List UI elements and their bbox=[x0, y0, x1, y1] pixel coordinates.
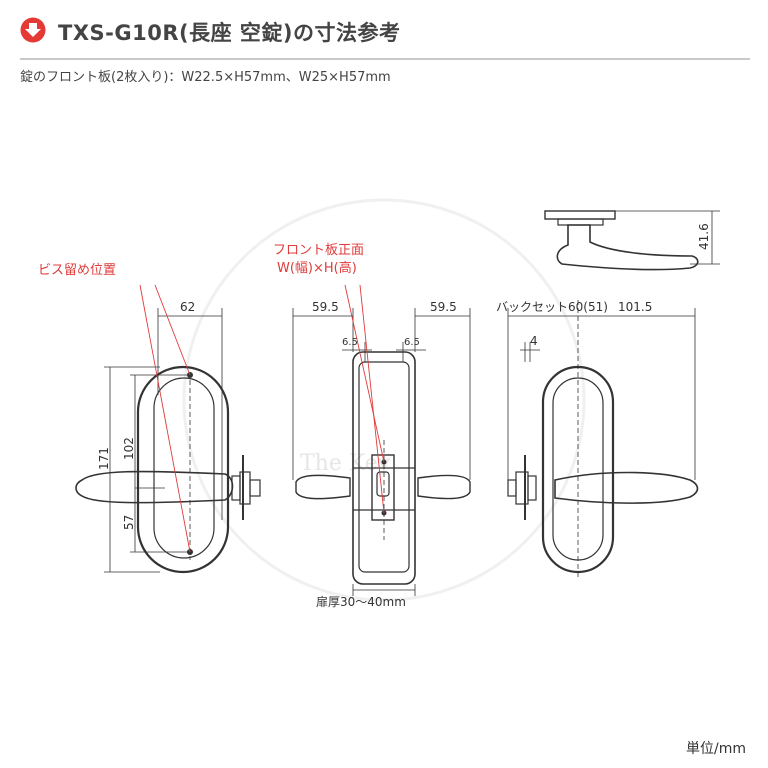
center-view-lock bbox=[295, 351, 471, 585]
screw-leader-lines bbox=[139, 284, 191, 553]
top-dimension-lines bbox=[612, 210, 720, 265]
top-view-lever bbox=[544, 210, 699, 271]
front-plate-label-1: フロント板正面 bbox=[273, 243, 364, 258]
front-plate-leader-lines bbox=[344, 284, 385, 514]
dim-right-width: 101.5 bbox=[618, 300, 652, 314]
front-plate-spec: 錠のフロント板(2枚入り)：W22.5×H57mm、W25×H57mm bbox=[20, 70, 391, 85]
screw-position-label: ビス留め位置 bbox=[38, 263, 116, 278]
backset-label: バックセット60(51) bbox=[496, 300, 608, 314]
dim-top-height: 41.6 bbox=[697, 223, 711, 250]
right-dimension-lines bbox=[507, 308, 696, 480]
right-view-lever bbox=[507, 300, 699, 580]
dim-center-small-right: 6.5 bbox=[404, 337, 420, 348]
door-thickness-label: 扉厚30〜40mm bbox=[316, 595, 406, 609]
dim-right-small: 4 bbox=[530, 334, 538, 348]
watermark-ring bbox=[182, 198, 586, 602]
left-view-lever bbox=[75, 365, 261, 574]
dim-left-height-total: 171 bbox=[97, 447, 111, 470]
dim-center-left: 59.5 bbox=[312, 300, 339, 314]
dim-center-small-left: 6.5 bbox=[342, 337, 358, 348]
download-arrow-icon bbox=[20, 17, 46, 43]
dim-center-right: 59.5 bbox=[430, 300, 457, 314]
dim-left-width: 62 bbox=[180, 300, 195, 314]
page-title: TXS-G10R(長座 空錠)の寸法参考 bbox=[58, 21, 401, 45]
dim-left-height-low: 57 bbox=[122, 515, 136, 530]
unit-label: 単位/mm bbox=[686, 741, 746, 757]
front-plate-label-2: W(幅)×H(高) bbox=[277, 260, 357, 276]
dim-left-height-mid: 102 bbox=[122, 437, 136, 460]
page-header: TXS-G10R(長座 空錠)の寸法参考 bbox=[20, 14, 750, 60]
center-dimension-lines bbox=[292, 308, 471, 596]
